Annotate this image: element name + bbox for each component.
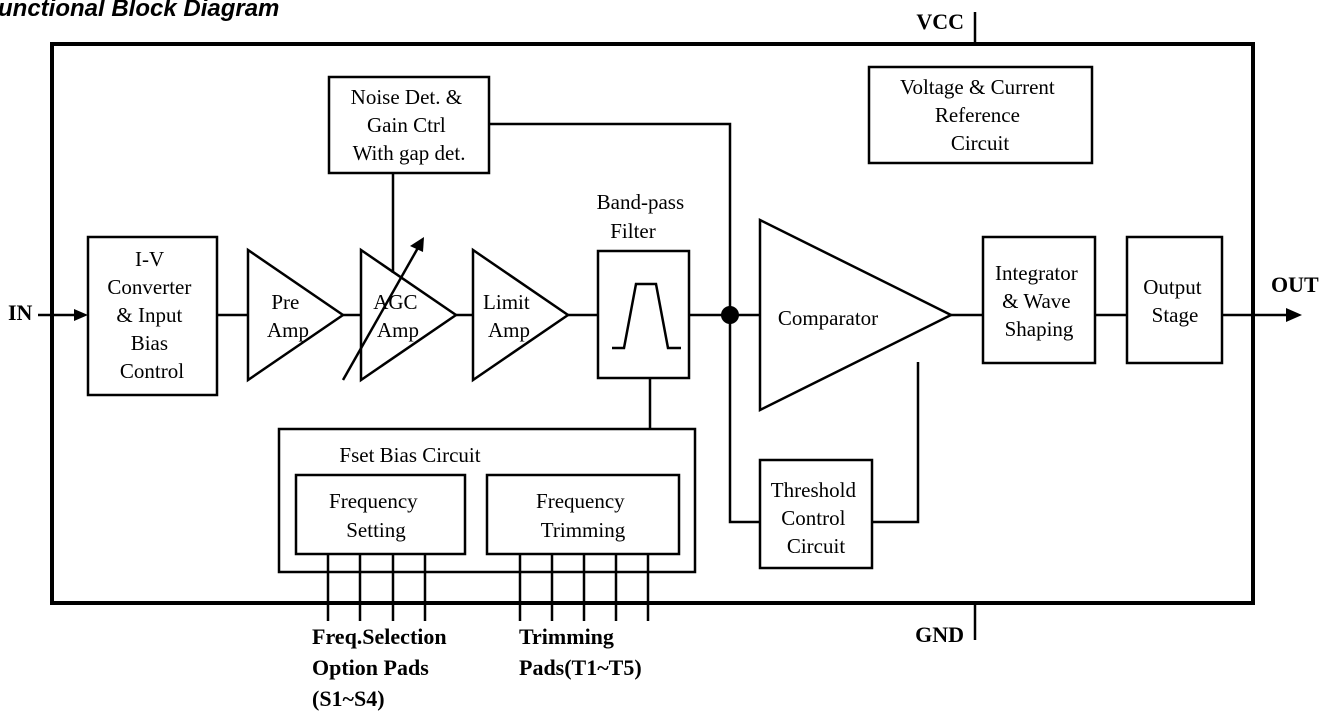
gnd-label: GND [915,622,964,647]
threshold-block [758,458,874,570]
wire-node-noisedet [489,122,732,315]
trimming-pad-lines [518,554,650,621]
freq-trimming-block [485,473,681,556]
agc-arrow-head-icon [410,237,424,252]
agc-amp-label: AGC Amp [373,290,423,342]
chip-outline [50,42,1255,605]
out-arrow-icon [1286,308,1302,322]
freq-setting-block [294,473,467,556]
vref-block [867,65,1094,165]
iv-converter-block [86,235,219,397]
integrator-block [981,235,1097,365]
freq-setting-label: Frequency Setting [329,489,423,542]
trimming-pads-label: Trimming Pads(T1~T5) [519,624,642,680]
selection-pads-label: Freq.Selection Option Pads (S1~S4) [312,624,452,711]
comparator-block [758,217,954,413]
comparator-label: Comparator [778,306,878,330]
in-label: IN [8,300,33,325]
selection-pad-lines [326,554,427,621]
wire-threshold-comparator [872,362,920,524]
noise-det-label: Noise Det. & Gain Ctrl With gap det. [351,85,468,165]
vref-label: Voltage & Current Reference Circuit [900,75,1060,155]
freq-trimming-label: Frequency Trimming [536,489,630,542]
pre-amp-block [246,247,346,383]
noise-det-block [327,75,491,175]
fset-bias-label: Fset Bias Circuit [339,443,480,467]
limit-amp-label: Limit Amp [483,290,535,342]
limit-amp-block [471,247,571,383]
iv-converter-label: I-V Converter & Input Bias Control [107,247,196,383]
diagram-title: unctional Block Diagram [0,0,279,22]
threshold-label: Threshold Control Circuit [771,478,861,558]
bandpass-label: Band-pass Filter [597,190,690,243]
output-stage-label: Output Stage [1143,275,1207,327]
in-arrow-icon [74,309,88,321]
integrator-label: Integrator & Wave Shaping [995,261,1083,341]
pre-amp-label: Pre Amp [267,290,309,342]
agc-variable-arrow [341,245,421,381]
wire-node-threshold [728,315,760,524]
vcc-label: VCC [916,9,964,34]
out-label: OUT [1271,272,1319,297]
output-stage-block [1125,235,1224,365]
agc-amp-block [359,247,459,383]
bandpass-response-icon [612,282,681,350]
bandpass-filter-block [596,249,691,380]
